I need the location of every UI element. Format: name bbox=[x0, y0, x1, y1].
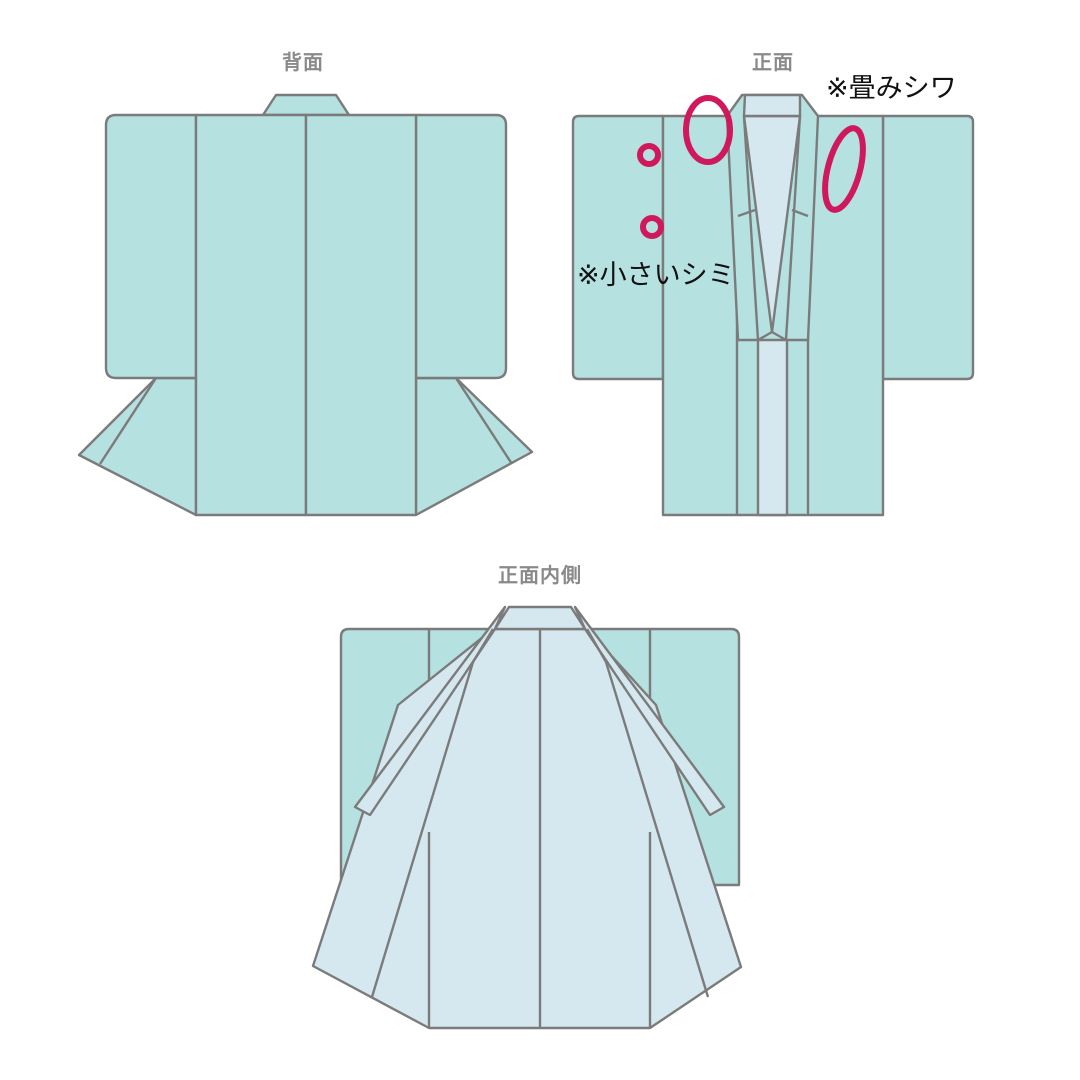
front-view-label: 正面 bbox=[752, 50, 794, 74]
stain-marker-2 bbox=[640, 215, 664, 239]
stain-marker-1 bbox=[637, 143, 661, 167]
back-right-sleeve bbox=[414, 113, 508, 380]
back-left-body-panel bbox=[194, 113, 308, 517]
back-view-label: 背面 bbox=[282, 50, 324, 74]
wrinkle-marker-1 bbox=[683, 95, 733, 165]
front-inner-strip bbox=[756, 338, 789, 517]
back-view bbox=[77, 93, 534, 517]
back-left-sleeve bbox=[104, 113, 198, 380]
fold-wrinkle-note: ※畳みシワ bbox=[826, 73, 957, 104]
front-inside-view-label: 正面内側 bbox=[498, 563, 582, 587]
back-left-skirt bbox=[77, 376, 198, 517]
inside-collar-top bbox=[493, 605, 587, 631]
wrinkle-marker-2 bbox=[822, 125, 866, 213]
back-right-skirt bbox=[414, 376, 534, 517]
back-collar bbox=[261, 93, 351, 117]
front-inside-view bbox=[311, 605, 743, 1030]
front-right-sleeve bbox=[881, 114, 975, 381]
front-left-sleeve bbox=[571, 114, 665, 381]
small-stain-note: ※小さいシミ bbox=[577, 260, 735, 291]
front-collar-top bbox=[742, 93, 802, 118]
back-right-body-panel bbox=[304, 113, 418, 517]
front-view bbox=[571, 93, 975, 517]
